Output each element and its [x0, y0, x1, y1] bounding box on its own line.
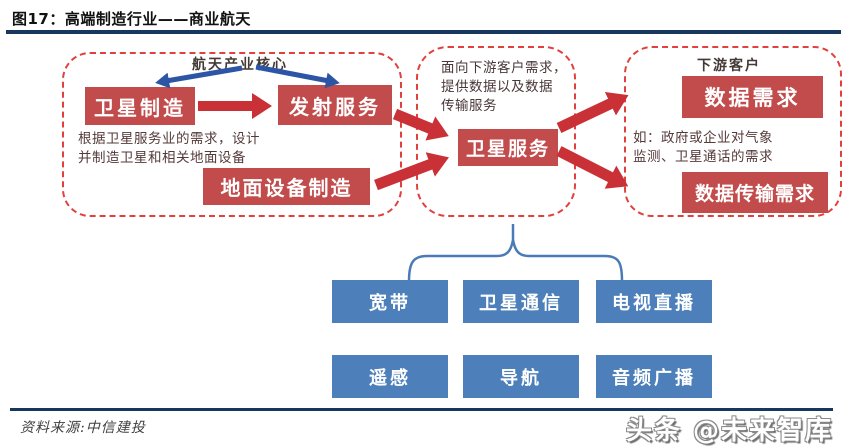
satellite-service-box: 卫星服务 [458, 129, 558, 166]
launch-service-box: 发射服务 [278, 85, 392, 125]
source-note: 资料来源:中信建投 [20, 420, 146, 436]
app-box-satellite-communication: 卫星通信 [463, 280, 579, 323]
downstream-group-box [624, 46, 842, 217]
downstream-note: 如：政府或企业对气象 监测、卫星通话的需求 [633, 130, 773, 165]
midstream-note: 面向下游客户需求， 提供数据以及数据 传输服务 [441, 60, 567, 114]
data-transmission-demand-box: 数据传输需求 [682, 172, 828, 213]
title-rule [6, 30, 841, 34]
downstream-label: 下游客户 [697, 58, 761, 74]
footer-rule [10, 408, 833, 411]
app-box-audio-broadcast: 音频广播 [596, 355, 712, 398]
app-box-tv-live: 电视直播 [596, 280, 712, 323]
figure-title: 图17：高端制造行业——商业航天 [12, 10, 251, 28]
watermark: 头条 @未来智库 [625, 416, 833, 446]
upstream-note: 根据卫星服务业的需求，设计 并制造卫星和相关地面设备 [78, 131, 260, 166]
app-box-broadband: 宽带 [332, 280, 448, 323]
satellite-manufacturing-box: 卫星制造 [85, 87, 195, 125]
upstream-label: 航天产业核心 [192, 57, 288, 73]
ground-equipment-box: 地面设备制造 [203, 168, 370, 205]
brace [407, 239, 624, 282]
app-box-remote-sensing: 遥感 [332, 355, 448, 398]
data-demand-box: 数据需求 [682, 76, 823, 118]
app-box-navigation: 导航 [463, 355, 579, 398]
